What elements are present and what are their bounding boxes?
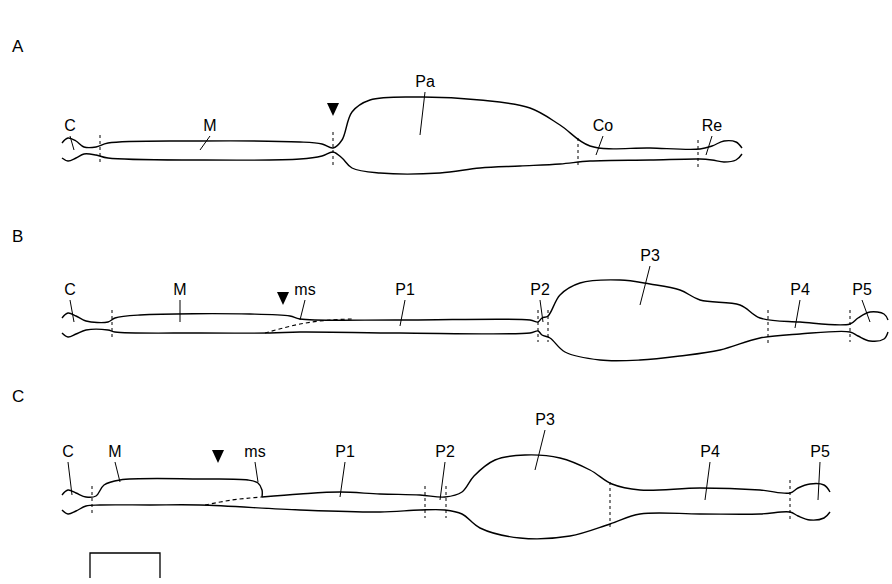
leader-line xyxy=(705,462,710,500)
leader-line xyxy=(115,462,120,482)
part-label: P2 xyxy=(530,282,550,298)
overlap-curve xyxy=(205,497,262,505)
section-boundary xyxy=(790,480,791,520)
part-label: P3 xyxy=(535,412,555,428)
gut-outline xyxy=(62,505,830,539)
part-label: P5 xyxy=(810,444,830,460)
leader-line xyxy=(70,300,74,322)
panel-letter: A xyxy=(12,38,23,55)
part-label: C xyxy=(64,282,76,298)
leader-line xyxy=(706,136,712,155)
part-label: ms xyxy=(244,444,265,460)
arrowhead xyxy=(277,292,289,305)
part-label: M xyxy=(108,444,121,460)
part-label: Pa xyxy=(415,74,435,90)
part-label: P1 xyxy=(395,282,415,298)
leader-line xyxy=(340,462,345,497)
overlap-curve xyxy=(265,319,352,333)
section-boundary xyxy=(100,135,101,165)
leader-line xyxy=(795,300,800,328)
part-label: M xyxy=(203,118,216,134)
leader-line xyxy=(440,462,445,500)
leader-line xyxy=(68,462,72,495)
leader-line xyxy=(200,136,210,150)
arrowhead xyxy=(327,103,339,116)
leader-line xyxy=(818,462,820,500)
gut-outline xyxy=(62,280,888,325)
section-boundary xyxy=(333,132,334,168)
gut-outline xyxy=(262,455,830,497)
section-boundary xyxy=(112,310,113,338)
gut-outline xyxy=(62,152,742,174)
section-boundary xyxy=(768,310,769,345)
part-label: P3 xyxy=(640,248,660,264)
section-boundary xyxy=(92,486,93,516)
leader-line xyxy=(255,462,258,482)
leader-line xyxy=(420,92,425,135)
section-boundary xyxy=(425,486,426,518)
part-label: Co xyxy=(593,118,613,134)
part-label: C xyxy=(64,118,76,134)
part-label: P2 xyxy=(435,444,455,460)
panel-letter: C xyxy=(12,388,24,405)
section-boundary xyxy=(578,138,579,168)
gut-outline xyxy=(62,97,742,150)
section-boundary xyxy=(850,310,851,342)
section-boundary xyxy=(610,482,611,528)
part-label: M xyxy=(173,282,186,298)
part-label: P1 xyxy=(335,444,355,460)
leader-line xyxy=(70,136,74,150)
part-label: P5 xyxy=(852,282,872,298)
scale-bar xyxy=(90,553,160,578)
part-label: ms xyxy=(294,282,315,298)
part-label: Re xyxy=(702,118,722,134)
leader-line xyxy=(535,430,545,470)
leader-line xyxy=(862,300,870,322)
part-label: C xyxy=(62,444,74,460)
section-boundary xyxy=(538,310,539,342)
leader-line xyxy=(596,136,603,155)
part-label: P4 xyxy=(790,282,810,298)
section-boundary xyxy=(548,310,549,342)
section-boundary xyxy=(698,140,699,168)
leader-line xyxy=(180,300,181,322)
section-boundary xyxy=(446,486,447,518)
arrowhead xyxy=(212,450,224,463)
part-label: P4 xyxy=(700,444,720,460)
panel-letter: B xyxy=(12,228,23,245)
leader-line xyxy=(300,300,305,320)
leader-line xyxy=(400,300,405,326)
gut-outline xyxy=(62,329,888,361)
leader-line xyxy=(540,300,543,322)
leader-line xyxy=(640,266,650,305)
